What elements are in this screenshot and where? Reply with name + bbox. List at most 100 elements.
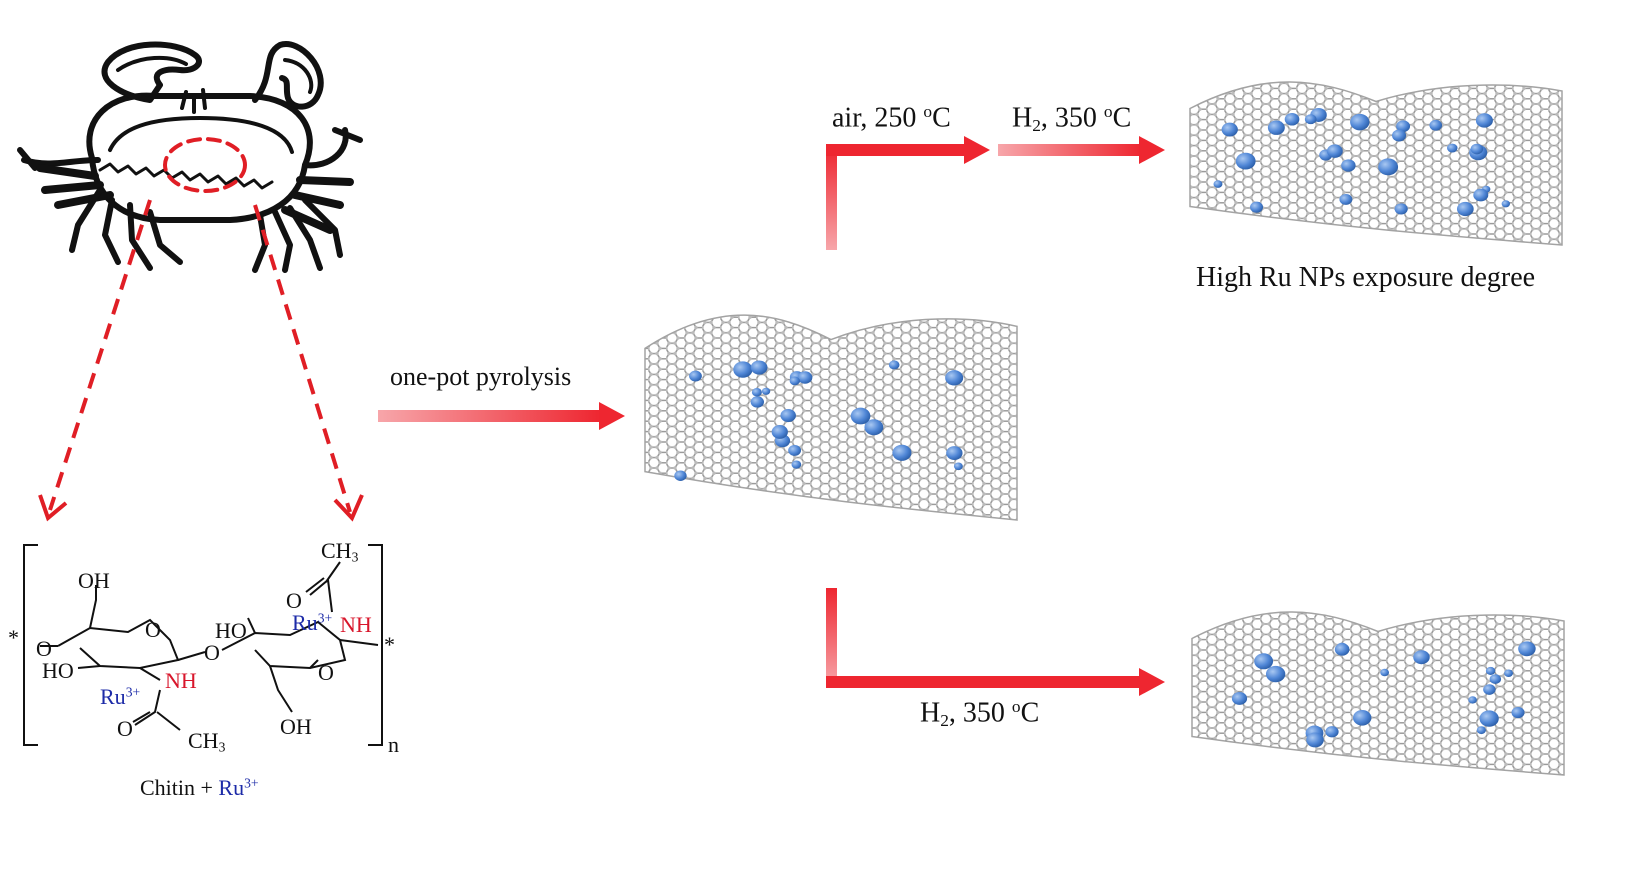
o-left-link: O xyxy=(36,636,52,661)
carbonyl-o-left: O xyxy=(117,716,133,741)
ru-particle xyxy=(1250,201,1264,213)
ho-left: HO xyxy=(42,658,74,683)
ru-particle xyxy=(1334,643,1350,656)
ch3-right: CH3 xyxy=(321,538,359,565)
ru-particle xyxy=(1352,709,1372,726)
ru-particle xyxy=(1446,143,1458,153)
ru-particle xyxy=(674,470,687,481)
h2-arrow-bottom-shaft xyxy=(826,676,1141,688)
repeat-n: n xyxy=(388,732,399,757)
graphene-sheet-middle-lattice xyxy=(644,314,1018,521)
zoom-arrow-left-head xyxy=(38,494,68,522)
ru-particle xyxy=(1284,113,1300,126)
ru-particle xyxy=(1456,201,1474,217)
ru-particle xyxy=(1326,144,1343,158)
carbonyl-o-right: O xyxy=(286,588,302,613)
ru-particle xyxy=(864,419,884,436)
pyrolysis-arrow-shaft xyxy=(378,410,601,422)
pyrolysis-label: one-pot pyrolysis xyxy=(390,362,572,391)
nh-left: NH xyxy=(165,668,197,693)
crab-carapace xyxy=(86,92,313,223)
star-left: * xyxy=(8,625,19,650)
h2-arrow-top-shaft xyxy=(998,144,1141,156)
chitin-caption: Chitin + Ru3+ xyxy=(140,775,259,800)
ru-particle xyxy=(1267,120,1285,135)
o-glycosidic: O xyxy=(204,640,220,665)
h2-arrow-bottom-head xyxy=(1139,668,1165,696)
ru-particle xyxy=(797,371,813,384)
ru-particle xyxy=(1304,114,1317,125)
ru-particle xyxy=(1413,650,1430,665)
pyrolysis-arrow-head xyxy=(599,402,625,430)
ring-o-left: O xyxy=(145,617,161,642)
ru-particle xyxy=(780,408,796,423)
crab-left-claw xyxy=(101,41,202,103)
ru-particle xyxy=(1468,696,1477,704)
zoom-arrows xyxy=(48,199,352,513)
ru-particle xyxy=(1396,120,1411,133)
ru-particle xyxy=(788,444,802,456)
ru-particle xyxy=(1231,692,1248,705)
ru-particle xyxy=(1378,158,1399,176)
ru-particle xyxy=(953,462,963,471)
ru-particle xyxy=(1479,710,1499,727)
ru-particle xyxy=(888,360,900,370)
ru-particle xyxy=(1473,188,1489,202)
ru-particle xyxy=(1221,122,1238,137)
ru-particle xyxy=(1504,669,1514,678)
ru-label-left: Ru3+ xyxy=(100,684,141,709)
ru-particle xyxy=(761,387,771,395)
nh-right: NH xyxy=(340,612,372,637)
ru-particle xyxy=(750,396,764,408)
crab-illustration xyxy=(17,41,363,273)
ru-particle xyxy=(1476,726,1486,735)
graphene-sheet-middle xyxy=(644,314,1018,521)
h2-arrow-bottom-riser xyxy=(826,588,837,686)
ring-o-right: O xyxy=(318,660,334,685)
ru-particle xyxy=(946,446,963,461)
ru-particle xyxy=(1470,143,1484,155)
ho-right: HO xyxy=(215,618,247,643)
chitin-structure-bonds xyxy=(23,544,383,746)
air-arrow-shaft xyxy=(826,144,966,156)
ru-particle xyxy=(1325,726,1339,738)
ru-particle xyxy=(789,376,800,386)
oh-bottom-right: OH xyxy=(280,714,312,739)
ru-particle xyxy=(1483,684,1496,695)
ru-particle xyxy=(1485,666,1496,675)
ru-particle xyxy=(1429,119,1443,131)
ru-particle xyxy=(1392,129,1407,142)
ru-particle xyxy=(1380,668,1390,677)
ru-particle xyxy=(1341,159,1356,172)
ru-label-right: Ru3+ xyxy=(292,610,333,635)
air-step-label: air, 250 oC xyxy=(832,102,951,134)
graphene-sheet-bottom-lattice xyxy=(1191,611,1565,776)
ru-particle xyxy=(791,460,802,469)
ru-particle xyxy=(1511,707,1525,719)
ru-particle xyxy=(1339,193,1353,205)
h2-arrow-top-head xyxy=(1139,136,1165,164)
ru-particle xyxy=(850,407,871,425)
highlight-ellipse xyxy=(163,137,247,193)
ch3-left: CH3 xyxy=(188,728,226,755)
zoom-arrow-right-head xyxy=(333,494,364,522)
ru-particle xyxy=(1518,641,1536,657)
ru-particle xyxy=(1489,674,1502,684)
ru-particle xyxy=(1265,665,1286,683)
ru-particle xyxy=(1475,113,1493,128)
air-arrow-head xyxy=(964,136,990,164)
ru-particle xyxy=(945,370,964,386)
ru-particle xyxy=(1394,203,1408,215)
graphene-sheet-bottom xyxy=(1191,611,1565,776)
star-right: * xyxy=(384,632,395,657)
h2-step-label-top: H2, 350 oC xyxy=(1012,102,1132,135)
result-top-caption: High Ru NPs exposure degree xyxy=(1196,262,1536,293)
ru-particle xyxy=(689,370,702,382)
ru-particle xyxy=(750,360,768,375)
air-arrow-riser xyxy=(826,148,837,250)
ru-particle xyxy=(733,361,753,378)
ru-particle xyxy=(751,387,762,397)
oh-top-left: OH xyxy=(78,568,110,593)
ru-particle xyxy=(771,425,788,439)
